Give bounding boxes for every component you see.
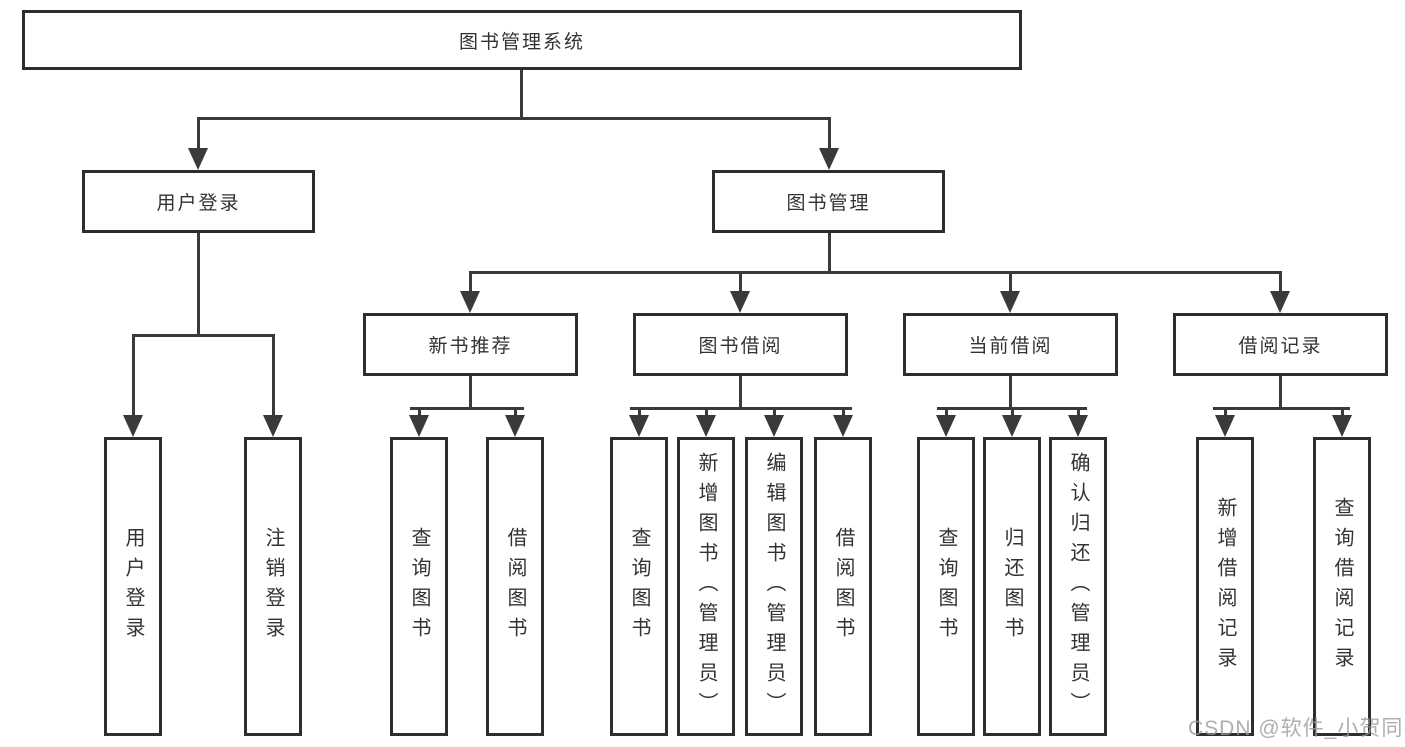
connector-line	[1009, 271, 1012, 295]
connector-line	[638, 407, 641, 419]
node-label: 查询图书	[408, 526, 430, 647]
arrow-down-icon	[819, 148, 839, 170]
connector-line	[1011, 407, 1014, 419]
connector-line	[828, 117, 831, 149]
connector-line	[828, 233, 831, 273]
arrow-down-icon	[629, 415, 649, 437]
connector-line	[418, 407, 421, 419]
leaf-add-books-admin: 新增图书（管理员）	[677, 437, 735, 736]
node-current-borrowing: 当前借阅	[903, 313, 1118, 376]
arrow-down-icon	[1000, 291, 1020, 313]
node-label: 图书借阅	[698, 336, 783, 357]
connector-line	[1279, 271, 1282, 295]
arrow-down-icon	[1332, 415, 1352, 437]
leaf-recommend-borrow-books: 借阅图书	[486, 437, 544, 736]
connector-line	[469, 271, 472, 295]
node-label: 新增借阅记录	[1214, 496, 1236, 677]
csdn-watermark: CSDN @软件_小贺同学	[1188, 717, 1405, 740]
node-book-borrowing: 图书借阅	[633, 313, 848, 376]
arrow-down-icon	[460, 291, 480, 313]
arrow-down-icon	[409, 415, 429, 437]
arrow-down-icon	[505, 415, 525, 437]
node-label: 借阅记录	[1238, 336, 1323, 357]
leaf-current-query-books: 查询图书	[917, 437, 975, 736]
arrow-down-icon	[764, 415, 784, 437]
node-label: 图书管理系统	[458, 31, 585, 53]
arrow-down-icon	[696, 415, 716, 437]
node-library-system: 图书管理系统	[22, 10, 1022, 70]
connector-line	[1009, 376, 1012, 409]
node-label: 归还图书	[1001, 526, 1023, 647]
arrow-down-icon	[1215, 415, 1235, 437]
node-label: 用户登录	[122, 526, 144, 647]
arrow-down-icon	[1068, 415, 1088, 437]
connector-line	[773, 407, 776, 419]
connector-line	[514, 407, 517, 419]
connector-line	[739, 376, 742, 409]
node-label: 编辑图书（管理员）	[763, 451, 785, 722]
connector-line	[945, 407, 948, 419]
arrow-down-icon	[188, 148, 208, 170]
node-new-book-recommend: 新书推荐	[363, 313, 578, 376]
node-label: 查询图书	[935, 526, 957, 647]
node-user-login: 用户登录	[82, 170, 315, 233]
node-label: 新增图书（管理员）	[695, 451, 717, 722]
connector-line	[197, 117, 200, 149]
leaf-query-borrow-record: 查询借阅记录	[1313, 437, 1371, 736]
arrow-down-icon	[1270, 291, 1290, 313]
connector-line	[1279, 376, 1282, 409]
node-label: 借阅图书	[504, 526, 526, 647]
connector-line	[469, 376, 472, 409]
leaf-edit-books-admin: 编辑图书（管理员）	[745, 437, 803, 736]
leaf-logout: 注销登录	[244, 437, 302, 736]
leaf-confirm-return-admin: 确认归还（管理员）	[1049, 437, 1107, 736]
node-label: 借阅图书	[832, 526, 854, 647]
node-label: 新书推荐	[428, 336, 513, 357]
node-borrowing-records: 借阅记录	[1173, 313, 1388, 376]
connector-line	[1213, 407, 1350, 410]
node-label: 注销登录	[262, 526, 284, 647]
connector-line	[1077, 407, 1080, 419]
node-label: 用户登录	[156, 193, 241, 214]
leaf-borrowing-borrow-books: 借阅图书	[814, 437, 872, 736]
connector-line	[1341, 407, 1344, 419]
connector-line	[410, 407, 524, 410]
node-label: 查询图书	[628, 526, 650, 647]
node-label: 确认归还（管理员）	[1067, 451, 1089, 722]
connector-line	[1224, 407, 1227, 419]
node-book-management: 图书管理	[712, 170, 945, 233]
leaf-add-borrow-record: 新增借阅记录	[1196, 437, 1254, 736]
arrow-down-icon	[1002, 415, 1022, 437]
arrow-down-icon	[833, 415, 853, 437]
arrow-down-icon	[730, 291, 750, 313]
connector-line	[132, 334, 275, 337]
connector-line	[630, 407, 852, 410]
connector-line	[842, 407, 845, 419]
node-label: 图书管理	[786, 193, 871, 214]
connector-line	[132, 334, 135, 418]
leaf-recommend-query-books: 查询图书	[390, 437, 448, 736]
leaf-return-books: 归还图书	[983, 437, 1041, 736]
connector-line	[197, 233, 200, 336]
connector-line	[739, 271, 742, 295]
node-label: 当前借阅	[968, 336, 1053, 357]
connector-line	[705, 407, 708, 419]
connector-line	[272, 334, 275, 418]
leaf-borrowing-query-books: 查询图书	[610, 437, 668, 736]
arrow-down-icon	[123, 415, 143, 437]
leaf-user-login: 用户登录	[104, 437, 162, 736]
arrow-down-icon	[936, 415, 956, 437]
connector-line	[469, 271, 1282, 274]
node-label: 查询借阅记录	[1331, 496, 1353, 677]
connector-line	[520, 70, 523, 119]
connector-line	[198, 117, 831, 120]
arrow-down-icon	[263, 415, 283, 437]
